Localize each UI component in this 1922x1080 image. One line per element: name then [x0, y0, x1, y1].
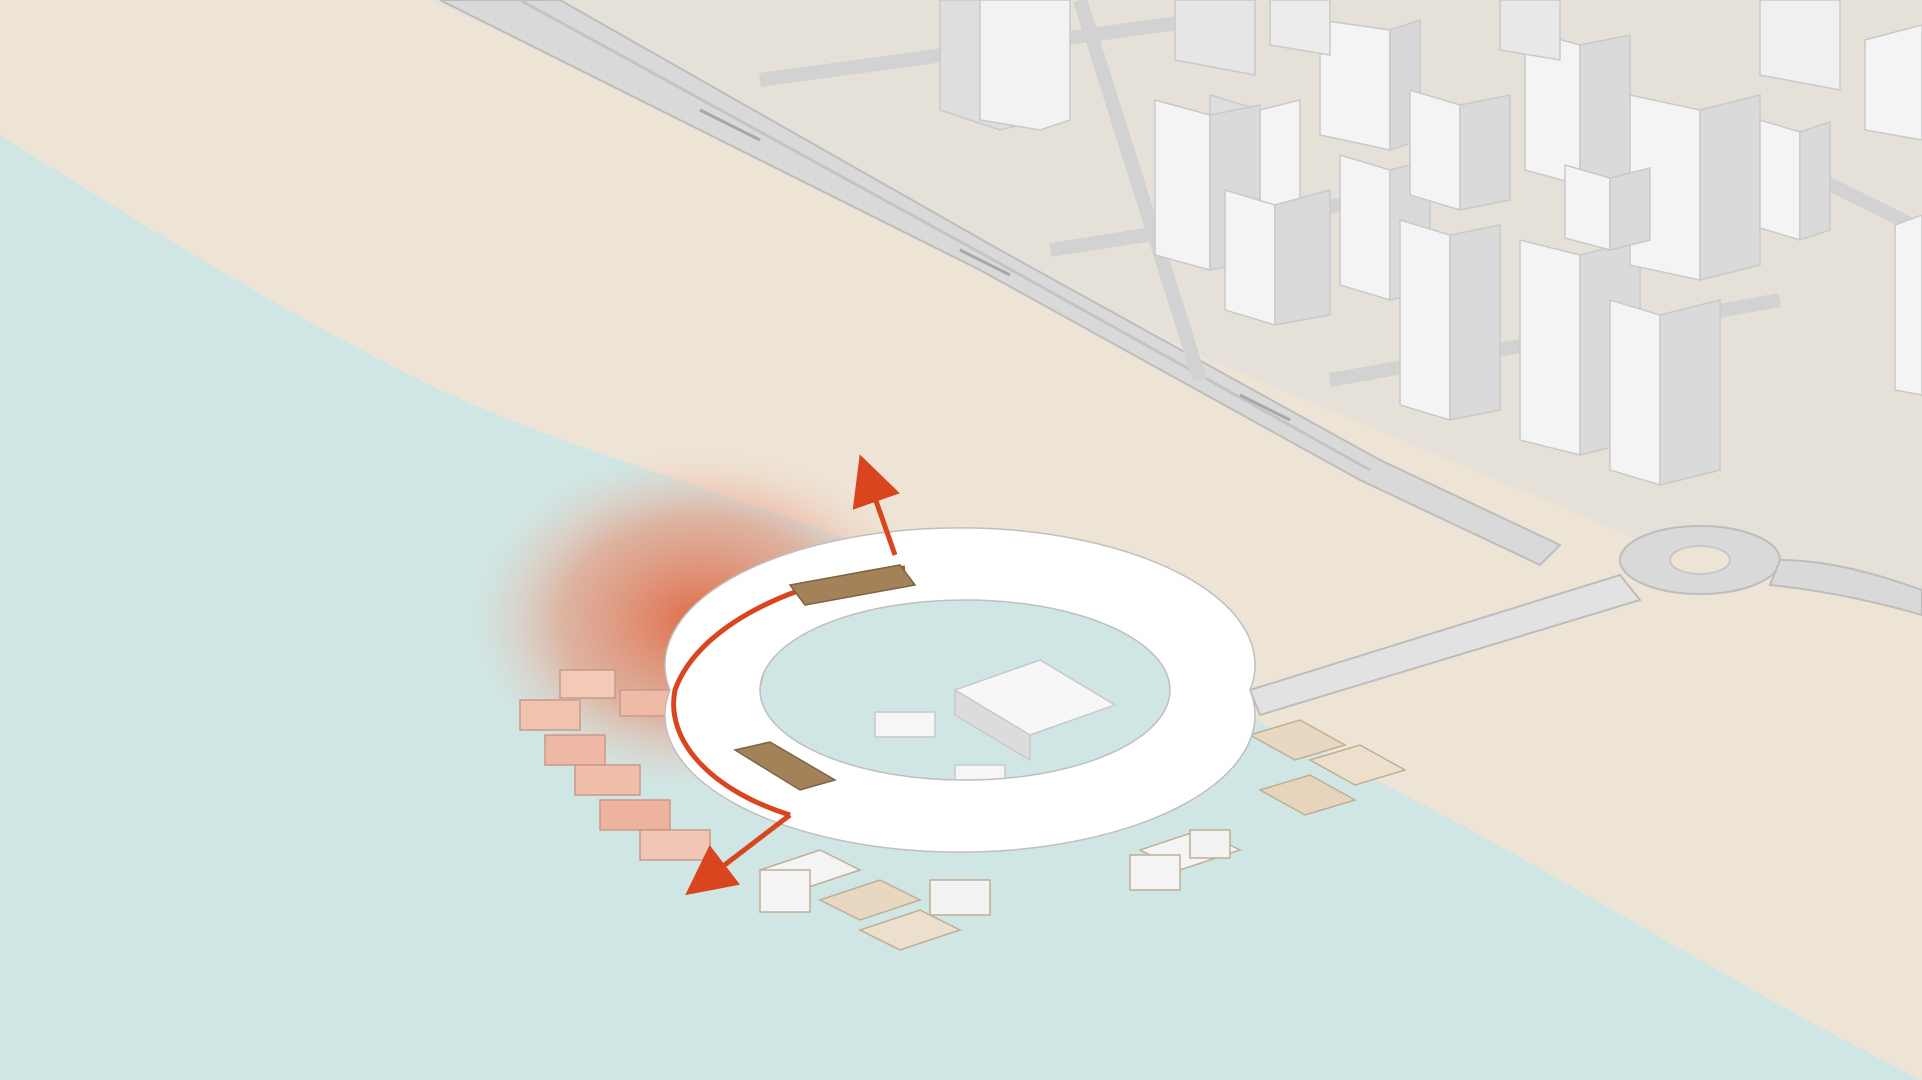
tower	[940, 0, 1070, 130]
tower	[1225, 190, 1330, 325]
tower	[1865, 25, 1922, 140]
tower	[1760, 0, 1840, 90]
tower	[1400, 220, 1500, 420]
tower	[1410, 90, 1510, 210]
tower	[1565, 165, 1650, 250]
tower	[1760, 120, 1830, 240]
tower	[1270, 0, 1330, 55]
tower	[1320, 20, 1420, 150]
tower	[1500, 0, 1560, 60]
tower	[1610, 300, 1720, 485]
tower	[1895, 215, 1922, 395]
